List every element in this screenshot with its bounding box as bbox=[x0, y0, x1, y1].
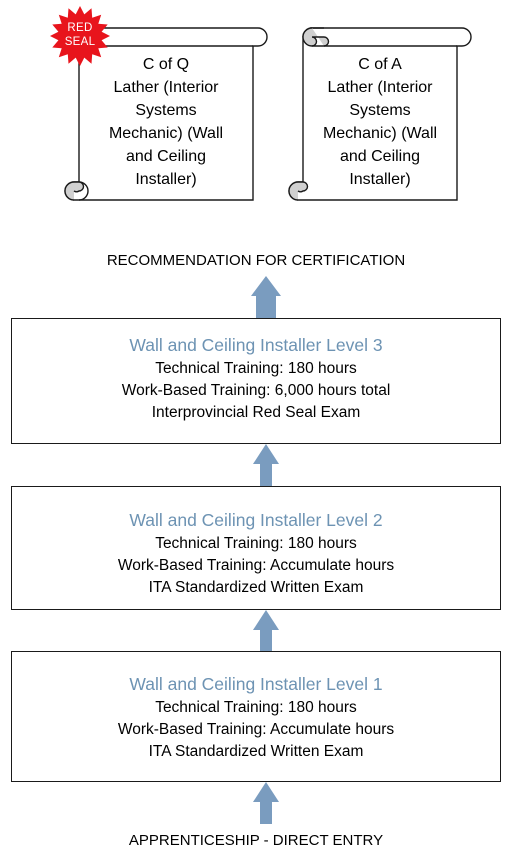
cert-line: C of A bbox=[358, 56, 402, 73]
cert-line: Lather (Interior bbox=[113, 79, 219, 96]
level-title: Wall and Ceiling Installer Level 3 bbox=[129, 335, 383, 355]
level-2-box: Wall and Ceiling Installer Level 2 Techn… bbox=[11, 486, 501, 610]
certificate-text-left: C of Q Lather (Interior Systems Mechanic… bbox=[79, 53, 253, 191]
certificate-text-right: C of A Lather (Interior Systems Mechanic… bbox=[303, 53, 457, 191]
level-technical: Technical Training: 180 hours bbox=[155, 360, 357, 377]
red-seal-label: RED SEAL bbox=[58, 21, 102, 49]
cert-line: Mechanic) (Wall bbox=[322, 125, 438, 142]
level-work: Work-Based Training: 6,000 hours total bbox=[121, 382, 391, 399]
certificate-scroll-right bbox=[288, 27, 472, 201]
level-technical: Technical Training: 180 hours bbox=[155, 535, 357, 552]
red-seal-badge bbox=[50, 6, 110, 66]
level-title: Wall and Ceiling Installer Level 1 bbox=[129, 674, 383, 694]
level-3-box: Wall and Ceiling Installer Level 3 Techn… bbox=[11, 318, 501, 444]
level-work: Work-Based Training: Accumulate hours bbox=[117, 721, 395, 738]
cert-line: Installer) bbox=[349, 171, 411, 188]
level-exam: Interprovincial Red Seal Exam bbox=[151, 404, 361, 421]
cert-line: Systems bbox=[135, 102, 197, 119]
arrow-up-to-recommendation bbox=[256, 295, 276, 318]
arrow-up-level2-to-level3 bbox=[260, 462, 272, 486]
level-title: Wall and Ceiling Installer Level 2 bbox=[129, 510, 383, 530]
cert-line: Lather (Interior bbox=[327, 79, 433, 96]
cert-line: and Ceiling bbox=[339, 148, 421, 165]
level-1-box: Wall and Ceiling Installer Level 1 Techn… bbox=[11, 651, 501, 782]
entry-caption: APPRENTICESHIP - DIRECT ENTRY bbox=[128, 832, 384, 849]
red-seal-line1: RED bbox=[67, 22, 93, 34]
cert-line: Mechanic) (Wall bbox=[108, 125, 224, 142]
level-exam: ITA Standardized Written Exam bbox=[148, 743, 364, 760]
red-seal-line2: SEAL bbox=[64, 36, 96, 48]
level-work: Work-Based Training: Accumulate hours bbox=[117, 557, 395, 574]
progression-arrows bbox=[251, 276, 281, 824]
recommendation-caption: RECOMMENDATION FOR CERTIFICATION bbox=[106, 252, 406, 269]
level-exam: ITA Standardized Written Exam bbox=[148, 579, 364, 596]
cert-line: Systems bbox=[349, 102, 411, 119]
level-technical: Technical Training: 180 hours bbox=[155, 699, 357, 716]
cert-line: and Ceiling bbox=[125, 148, 207, 165]
cert-line: C of Q bbox=[142, 56, 190, 73]
arrow-up-entry-to-level1 bbox=[260, 800, 272, 824]
arrow-up-level1-to-level2 bbox=[260, 628, 272, 651]
cert-line: Installer) bbox=[135, 171, 197, 188]
